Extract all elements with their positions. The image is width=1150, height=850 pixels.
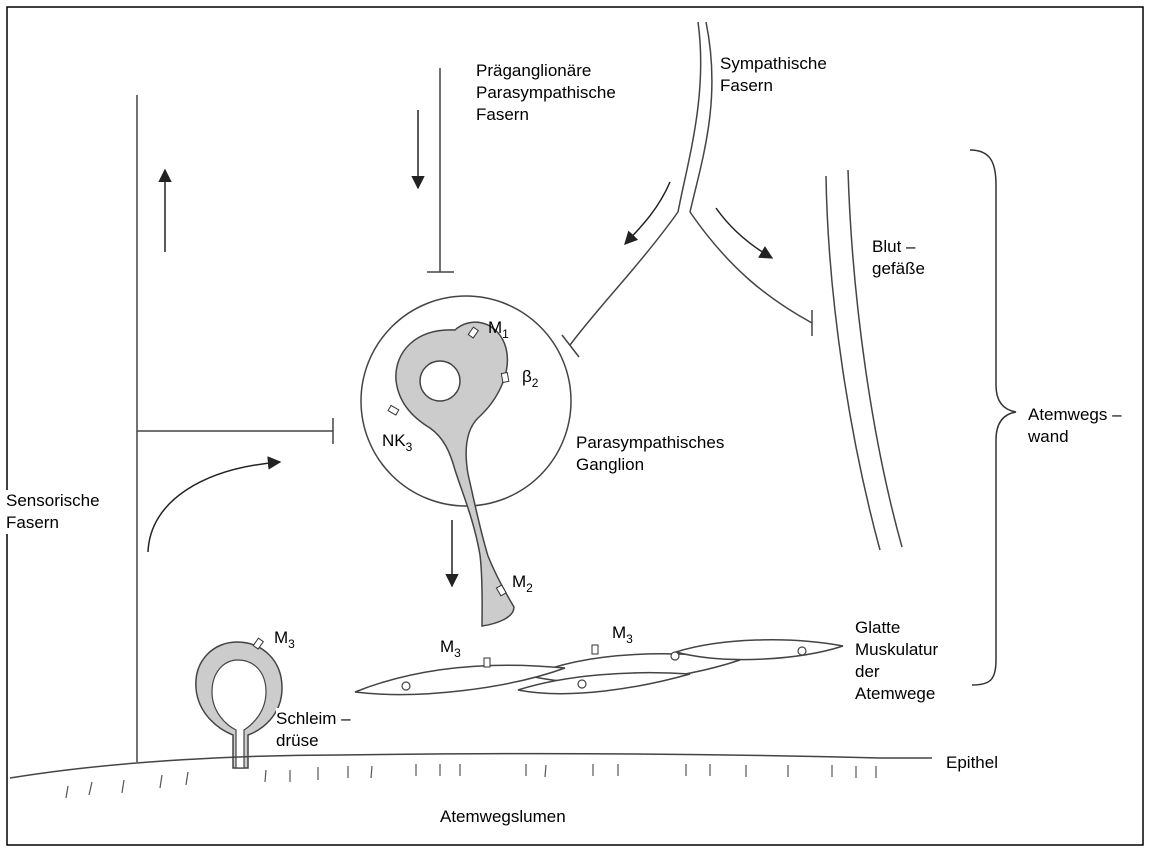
m2-receptor-label: M2	[512, 571, 533, 594]
m1-main: M	[488, 318, 502, 337]
m3-muscle-receptor-b	[484, 658, 490, 667]
m3-gland-sub: 3	[288, 637, 295, 651]
preganglionic-label: Präganglionäre Parasympathische Fasern	[476, 60, 616, 126]
preganglionic-fiber	[427, 68, 454, 272]
sympathetic-label: Sympathische Fasern	[720, 53, 827, 97]
smooth-muscle-label: Glatte Muskulatur der Atemwege	[855, 617, 938, 705]
sensory-fibers-label: Sensorische Fasern	[6, 490, 100, 534]
beta2-main: β	[522, 367, 532, 386]
nk3-receptor-mark	[388, 405, 399, 415]
neuron-nucleus	[420, 361, 460, 401]
beta2-receptor-label: β2	[522, 366, 538, 389]
airway-wall-bracket	[970, 150, 1016, 685]
nk3-main: NK	[382, 431, 406, 450]
beta2-sub: 2	[532, 376, 539, 390]
sensory-curved-arrow	[148, 462, 280, 552]
nk3-receptor-label: NK3	[382, 430, 412, 453]
airway-wall-label: Atemwegs – wand	[1028, 404, 1122, 448]
sympathetic-right-arrow	[716, 208, 772, 258]
m1-receptor-label: M1	[488, 317, 509, 340]
m3-muscle-receptor-label-b: M3	[440, 636, 461, 659]
nk3-sub: 3	[406, 440, 413, 454]
epithelium-label: Epithel	[946, 752, 998, 774]
m3-muscle-b-main: M	[440, 637, 454, 656]
outer-frame	[7, 7, 1143, 845]
blood-vessel-walls	[826, 170, 902, 550]
epithelium-cilia	[66, 764, 876, 798]
beta2-receptor-mark	[501, 373, 508, 383]
mucous-gland-label: Schleim – drüse	[276, 708, 351, 752]
epithelium-line	[10, 754, 932, 778]
m3-gland-main: M	[274, 628, 288, 647]
ganglion-label: Parasympathisches Ganglion	[576, 432, 724, 476]
lumen-label: Atemwegslumen	[440, 806, 566, 828]
m1-sub: 1	[502, 327, 509, 341]
muscle-cell-4	[676, 640, 843, 660]
m3-muscle-a-main: M	[612, 623, 626, 642]
blood-vessel-label: Blut – gefäße	[872, 236, 925, 280]
m2-main: M	[512, 572, 526, 591]
sympathetic-left-arrow	[625, 182, 670, 244]
smooth-muscle-cells	[355, 640, 843, 695]
m2-sub: 2	[526, 581, 533, 595]
m3-muscle-receptor-label-a: M3	[612, 622, 633, 645]
m3-gland-receptor-label: M3	[274, 627, 295, 650]
m3-muscle-receptor-a	[592, 645, 598, 654]
mucous-gland-lumen	[212, 660, 266, 768]
m3-muscle-b-sub: 3	[454, 646, 461, 660]
m3-muscle-a-sub: 3	[626, 632, 633, 646]
